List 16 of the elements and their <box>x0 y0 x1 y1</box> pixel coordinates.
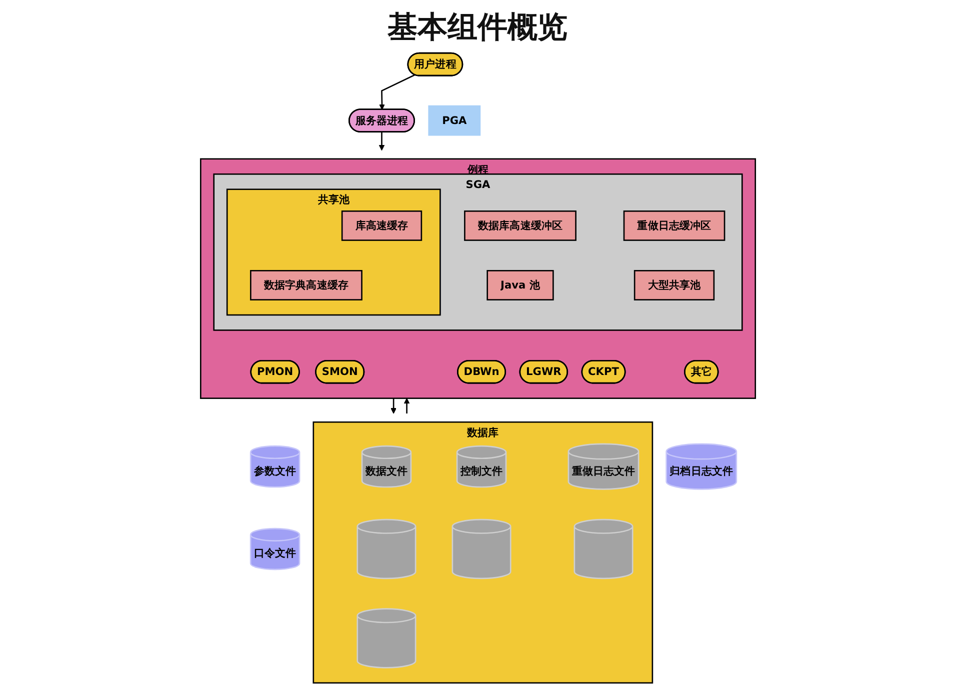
node-box: PGA <box>428 105 480 136</box>
node-box: 大型共享池 <box>633 270 714 300</box>
node-box: 数据字典高速缓存 <box>250 270 362 300</box>
node-box: 重做日志缓冲区 <box>622 210 725 241</box>
arrow <box>378 132 384 151</box>
node-cylinder <box>451 518 511 580</box>
arrow <box>390 398 396 414</box>
node-cylinder <box>356 518 416 580</box>
arrow <box>403 398 410 414</box>
arrow <box>378 74 415 110</box>
node-box: Java 池 <box>486 270 554 300</box>
node-cylinder <box>573 518 633 580</box>
node-box: 库高速缓存 <box>340 210 422 241</box>
node-cylinder <box>356 608 416 668</box>
diagram-title: 基本组件概览 <box>388 9 568 47</box>
node-box: 数据库高速缓冲区 <box>464 210 576 241</box>
